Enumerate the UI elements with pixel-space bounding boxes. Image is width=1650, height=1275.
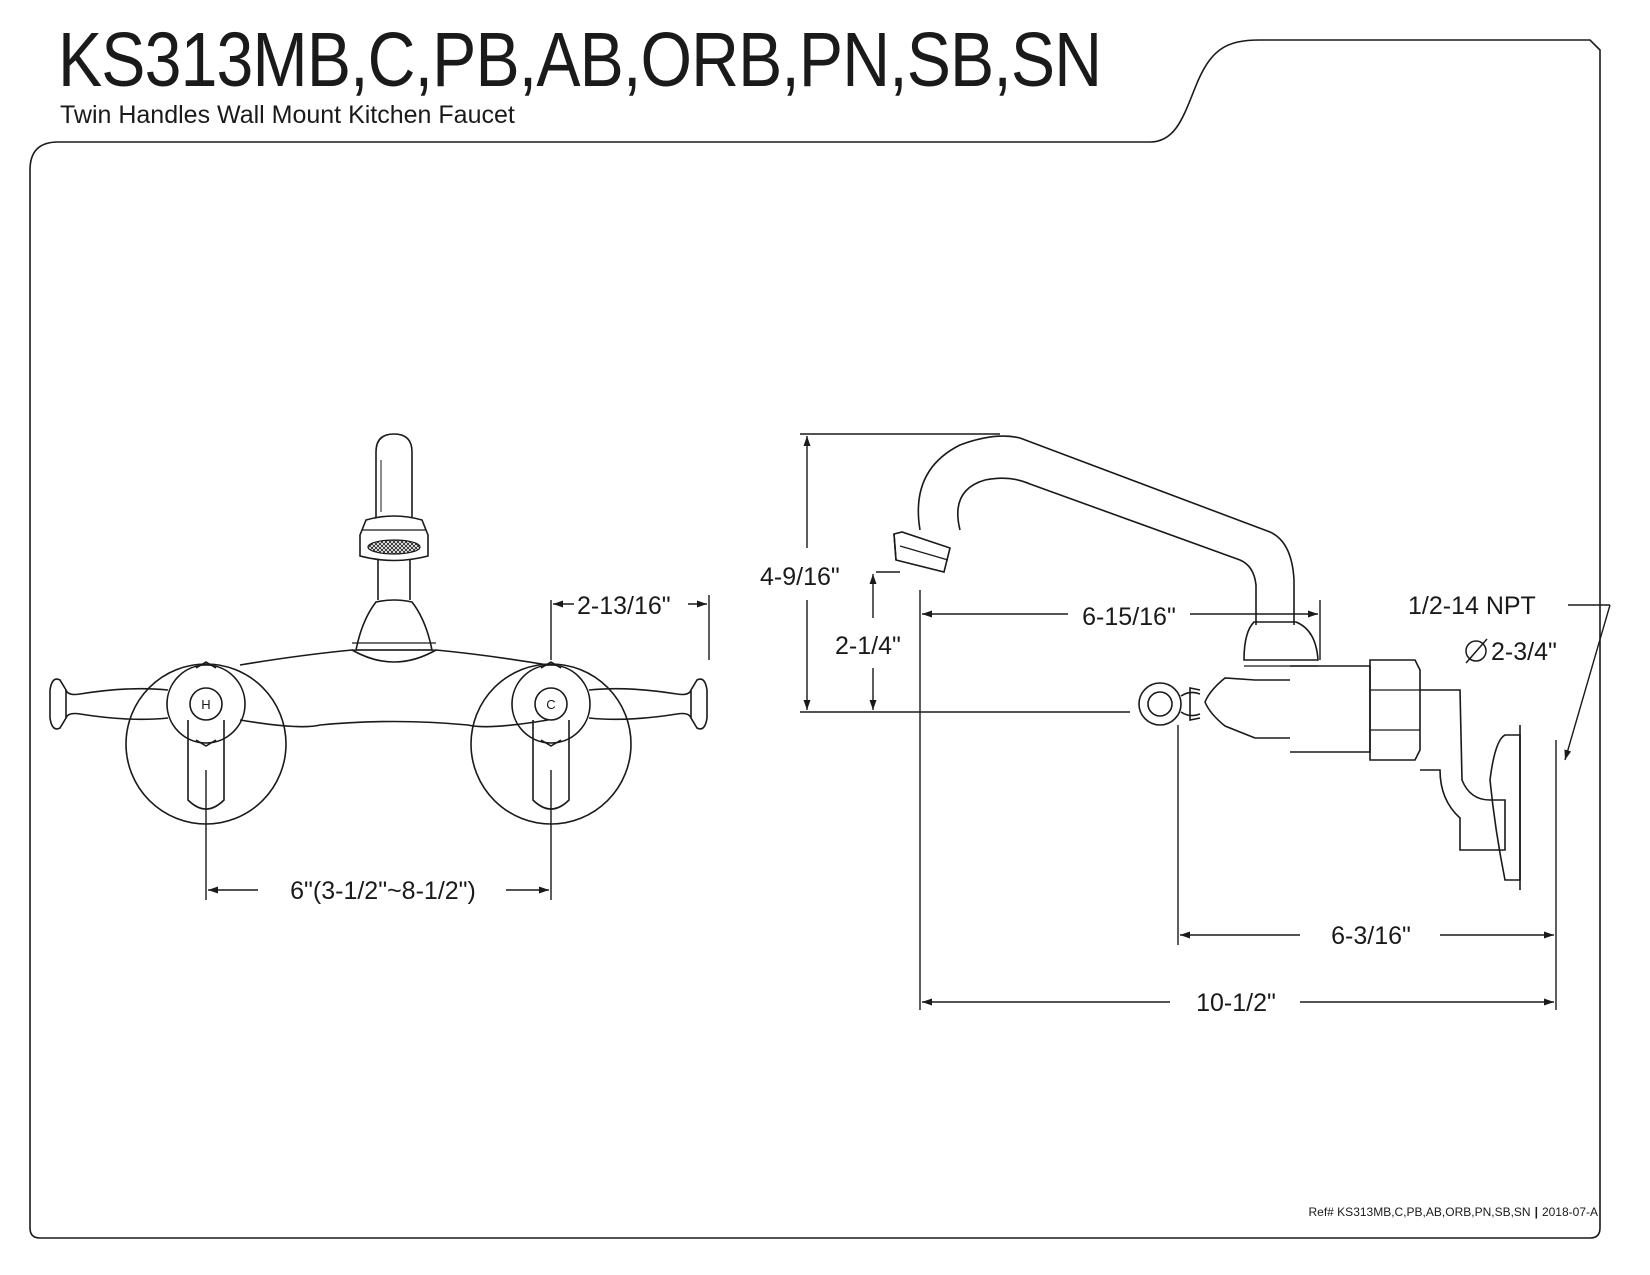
dim-flange-diameter: 2-3/4" xyxy=(1491,638,1557,666)
ref-separator: | xyxy=(1534,1205,1538,1219)
reference-line: Ref# KS313MB,C,PB,AB,ORB,PN,SB,SN|2018-0… xyxy=(1309,1205,1599,1219)
faucet-body-bar xyxy=(239,649,549,728)
side-valve-body xyxy=(1290,665,1371,753)
side-dimensions xyxy=(800,433,1611,1010)
hot-lever xyxy=(49,678,169,730)
dim-total-height: 4-9/16" xyxy=(760,563,840,591)
front-view xyxy=(49,433,708,825)
side-spout-collar xyxy=(1243,621,1319,661)
aerator xyxy=(359,515,429,562)
model-title: KS313MB,C,PB,AB,ORB,PN,SB,SN xyxy=(58,17,1102,103)
spout-tube xyxy=(375,433,413,517)
side-handle-end xyxy=(1138,682,1182,726)
drawing-frame xyxy=(29,39,1601,1239)
hot-handle-hub xyxy=(166,664,246,744)
side-wall-flange xyxy=(1489,734,1521,881)
cold-indicator: C xyxy=(546,697,555,712)
side-view xyxy=(893,435,1521,890)
diameter-symbol xyxy=(1465,640,1487,662)
dim-spout-height: 2-1/4" xyxy=(835,632,901,660)
side-elbow xyxy=(1420,689,1506,851)
side-hex-nut xyxy=(1369,659,1421,761)
product-subtitle: Twin Handles Wall Mount Kitchen Faucet xyxy=(60,101,515,129)
ref-text: Ref# KS313MB,C,PB,AB,ORB,PN,SB,SN xyxy=(1308,1205,1531,1219)
date-code: 2018-07-A xyxy=(1541,1205,1598,1219)
aerator-screen xyxy=(367,539,421,555)
dim-center-spread: 6"(3-1/2"~8-1/2") xyxy=(290,877,476,905)
cold-lever xyxy=(588,678,708,730)
dim-handle-offset: 2-13/16" xyxy=(577,592,671,620)
spout-collar xyxy=(355,599,433,651)
dim-inlet-thread: 1/2-14 NPT xyxy=(1408,592,1536,620)
cold-handle-hub xyxy=(511,664,591,744)
dim-overall-projection: 10-1/2" xyxy=(1196,989,1276,1017)
dim-spout-reach: 6-15/16" xyxy=(1082,603,1176,631)
spout-arc xyxy=(917,435,1295,625)
front-dimensions xyxy=(205,595,710,900)
hot-indicator: H xyxy=(201,697,210,712)
side-handle xyxy=(1189,677,1256,739)
dim-body-projection: 6-3/16" xyxy=(1331,922,1411,950)
